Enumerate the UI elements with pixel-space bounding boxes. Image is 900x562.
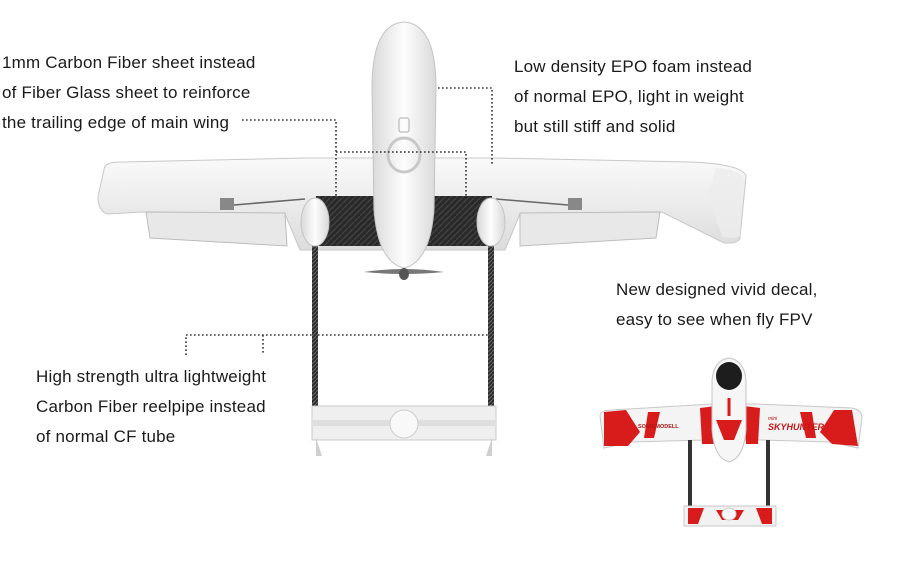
callout-reelpipe: High strength ultra lightweight Carbon F… — [36, 362, 266, 452]
callout-line: easy to see when fly FPV — [616, 310, 813, 329]
model-decal: SKYHUNTER — [768, 422, 825, 432]
callout-line: 1mm Carbon Fiber sheet instead — [2, 53, 256, 72]
right-aileron — [519, 211, 661, 247]
brand-decal: SONICMODELL — [638, 424, 679, 430]
right-nacelle — [476, 197, 506, 247]
callout-line: of normal EPO, light in weight — [514, 87, 744, 106]
model-decal-small: mini — [768, 416, 778, 422]
callout-line: New designed vivid decal, — [616, 280, 818, 299]
fuselage — [371, 21, 437, 269]
decal-aircraft: SONICMODELL mini SKYHUNTER — [599, 357, 863, 527]
left-boom — [312, 244, 318, 416]
leader-lines — [185, 87, 493, 355]
callout-line: Carbon Fiber reelpipe instead — [36, 397, 266, 416]
callout-decal: New designed vivid decal, easy to see wh… — [616, 275, 818, 335]
callout-epo-foam: Low density EPO foam instead of normal E… — [514, 52, 752, 142]
callout-line: the trailing edge of main wing — [2, 113, 230, 132]
right-boom — [488, 244, 494, 416]
left-aileron — [145, 211, 288, 247]
main-aircraft — [97, 21, 747, 456]
callout-carbon-sheet: 1mm Carbon Fiber sheet instead of Fiber … — [2, 48, 256, 138]
callout-line: Low density EPO foam instead — [514, 57, 753, 76]
callout-line: of normal CF tube — [36, 427, 176, 446]
left-nacelle — [300, 197, 330, 247]
callout-line: of Fiber Glass sheet to reinforce — [2, 83, 251, 102]
callout-line: but still stiff and solid — [514, 117, 676, 136]
fpv-canopy — [716, 362, 742, 390]
callout-line: High strength ultra lightweight — [36, 367, 267, 386]
